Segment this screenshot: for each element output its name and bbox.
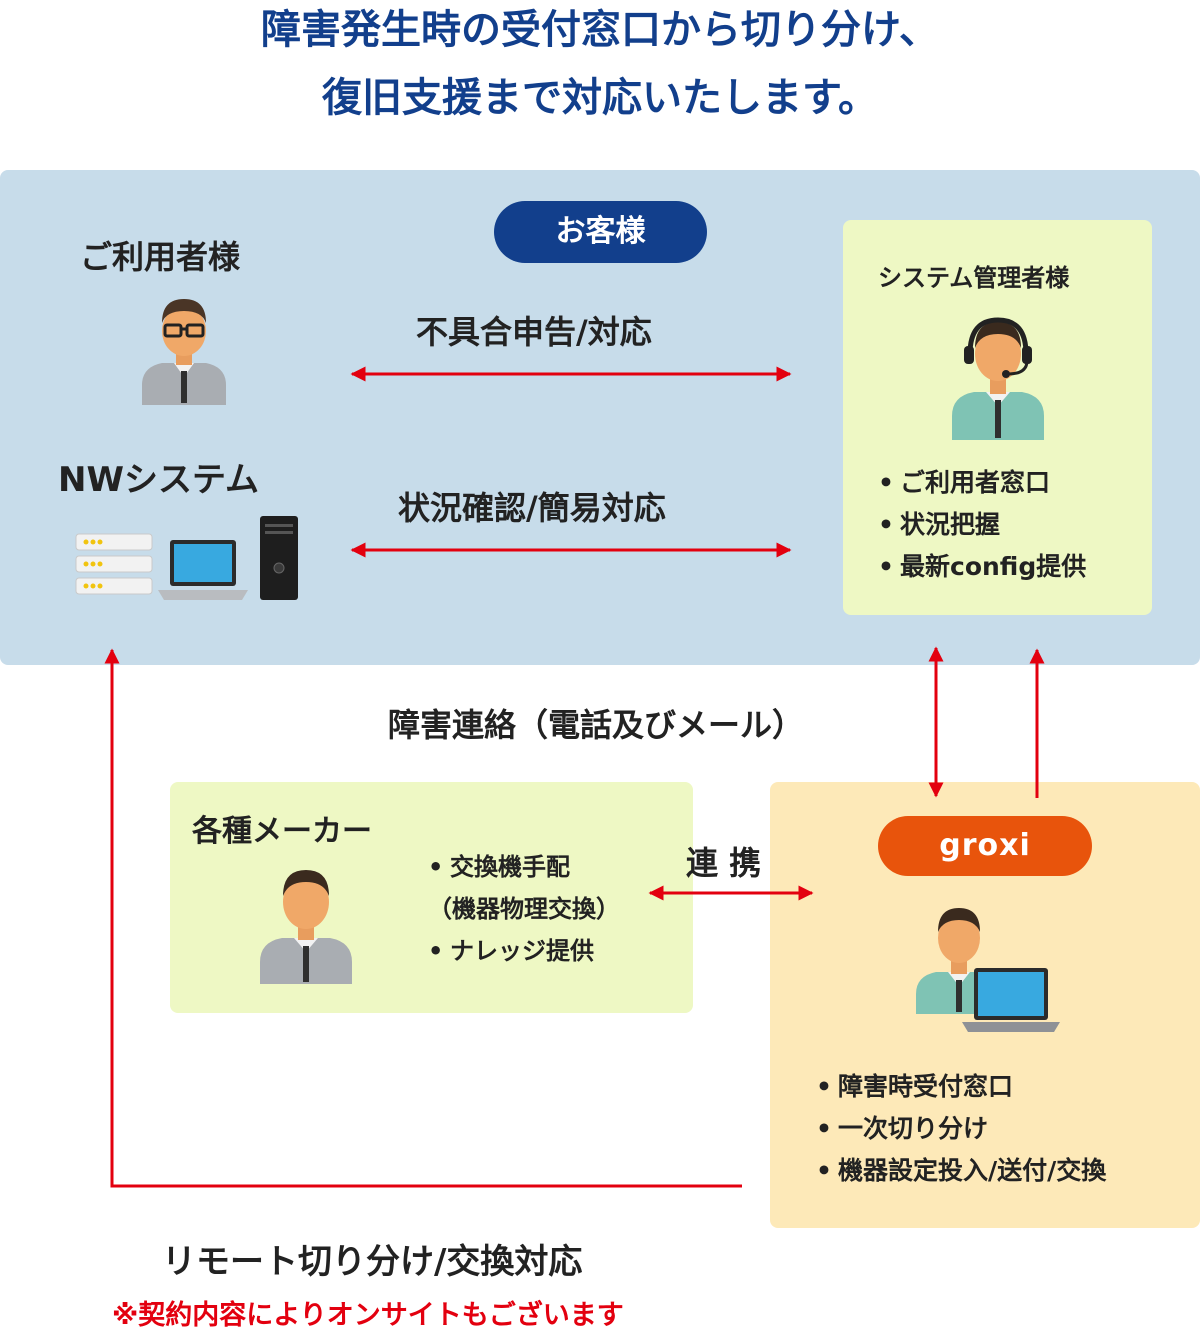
desktop-tower-icon [260,516,298,600]
maker-duties-list: •交換機手配 （機器物理交換） •ナレッジ提供 [428,853,620,965]
list-item: 一次切り分け [816,1108,1106,1150]
remote-support-arrow [104,648,742,1188]
list-item: 障害時受付窓口 [816,1066,1106,1108]
list-item: 状況把握 [878,504,1086,546]
remote-support-label: リモート切り分け/交換対応 [162,1242,583,1282]
check-flow-label: 状況確認/簡易対応 [398,489,666,527]
incident-contact-label: 障害連絡（電話及びメール） [388,706,805,744]
list-item: 機器設定投入/送付/交換 [816,1150,1106,1192]
report-flow-label: 不具合申告/対応 [416,313,652,351]
list-item: 最新config提供 [878,546,1086,588]
user-label: ご利用者様 [80,238,241,276]
person-laptop-icon [916,908,1060,1032]
list-item: （機器物理交換） [428,895,620,923]
page-title-line1: 障害発生時の受付窓口から切り分け、 [261,7,939,53]
admin-duties-list: ご利用者窓口 状況把握 最新config提供 [878,462,1086,588]
server-stack-icon [75,533,153,595]
person-icon [260,870,352,984]
list-item: 交換機手配 [450,853,570,881]
list-item: ナレッジ提供 [450,937,594,965]
maker-panel [170,782,693,1013]
laptop-icon [158,540,248,600]
groxi-duties-list: 障害時受付窓口 一次切り分け 機器設定投入/送付/交換 [816,1066,1106,1192]
customer-badge: お客様 [494,201,707,263]
maker-label: 各種メーカー [192,814,372,849]
page-title-line2: 復旧支援まで対応いたします。 [322,75,878,121]
list-item: ご利用者窓口 [878,462,1086,504]
nw-system-label: NWシステム [58,460,259,500]
admin-label: システム管理者様 [878,264,1070,292]
cooperation-label: 連 携 [686,844,762,882]
person-glasses-icon [142,299,226,405]
onsite-note: ※契約内容によりオンサイトもございます [112,1300,624,1331]
groxi-badge: groxi [878,816,1092,876]
headset-person-icon [952,317,1044,440]
